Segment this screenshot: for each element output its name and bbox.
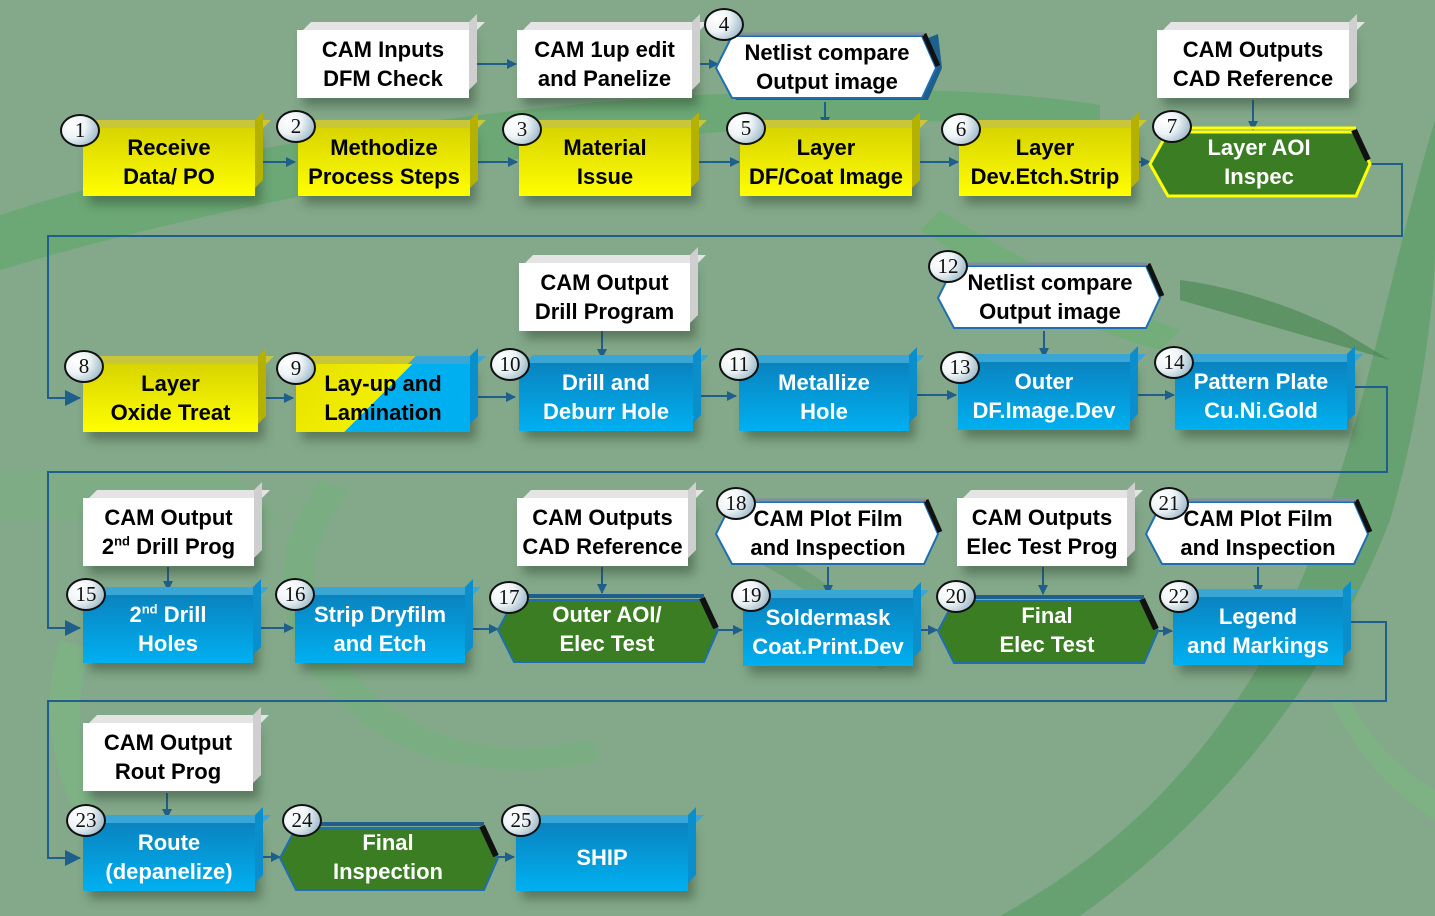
step-number-badge: 22 [1159,580,1199,613]
step-number-badge: 1 [60,114,100,147]
step-2-methodize: Methodize Process Steps [298,128,470,196]
cam-box-label: CAM Outputs CAD Reference [522,505,683,559]
step-5-layer-df-coat: Layer DF/Coat Image [740,128,912,196]
cam-box-label: CAM Output Drill Program [534,270,675,324]
step-13-outer-df-image: Outer DF.Image.Dev [958,362,1130,430]
step-25-ship: SHIP [516,823,688,891]
step-label: Receive Data/ PO [123,135,215,189]
step-label: Soldermask Coat.Print.Dev [752,605,904,659]
step-label: Lay-up and Lamination [324,371,442,425]
cam-box-label: CAM Outputs CAD Reference [1172,37,1334,91]
label-part: Drill Prog [130,534,236,559]
step-number-badge: 25 [501,804,541,837]
label-sup: nd [114,533,130,549]
step-number-badge: 23 [66,804,106,837]
step-17-outer-aoi: Outer AOI/ Elec Test [496,594,720,663]
cam-outputs-elec-test-prog: CAM Outputs Elec Test Prog [957,498,1127,566]
step-label: Strip Dryfilm and Etch [313,602,447,656]
step-label: Final Elec Test [999,603,1095,657]
step-6-layer-dev-etch: Layer Dev.Etch.Strip [959,128,1131,196]
ribbon [1180,280,1390,360]
step-15-2nd-drill: 2nd Drill Holes [83,595,253,663]
ribbon [1330,700,1435,820]
step-label: Final Inspection [332,830,443,884]
step-label: Route (depanelize) [105,830,233,884]
step-9-layup-lamination: Lay-up and Lamination [296,364,470,432]
cam-1up-edit-panelize: CAM 1up edit and Panelize [517,30,692,98]
step-number-badge: 12 [928,250,968,283]
step-number-badge: 10 [490,348,530,381]
cam-box-label: CAM Output Rout Prog [103,730,233,784]
step-number-badge: 21 [1149,487,1189,520]
step-number-badge: 3 [502,113,542,146]
step-number-badge: 18 [716,487,756,520]
step-label: SHIP [576,844,628,870]
step-label: CAM Plot Film and Inspection [750,506,906,560]
cam-box-label: CAM Inputs DFM Check [321,37,445,91]
step-number-badge: 15 [66,578,106,611]
step-number-badge: 6 [941,113,981,146]
step-1-receive-data: Receive Data/ PO [83,128,255,196]
step-number-badge: 16 [275,578,315,611]
step-number-badge: 2 [276,110,316,143]
step-label: Pattern Plate Cu.Ni.Gold [1193,369,1329,423]
step-10-drill-deburr: Drill and Deburr Hole [519,363,693,431]
cam-inputs-dfm-check: CAM Inputs DFM Check [297,30,469,98]
step-19-soldermask: Soldermask Coat.Print.Dev [743,598,913,666]
step-23-route: Route (depanelize) [83,823,255,891]
step-label: Layer AOI Inspec [1207,135,1311,189]
label-sup: nd [141,601,158,617]
step-number-badge: 24 [282,804,322,837]
step-16-strip-dryfilm: Strip Dryfilm and Etch [295,595,465,663]
cam-outputs-cad-reference-2: CAM Outputs CAD Reference [517,498,688,566]
step-number-badge: 9 [276,352,316,385]
step-label: Drill and Deburr Hole [543,370,669,424]
step-label: Layer DF/Coat Image [748,135,904,189]
step-label: Legend and Markings [1187,604,1329,658]
step-label: Layer Oxide Treat [110,371,231,425]
hexagon-shape [714,32,942,100]
step-label: Layer Dev.Etch.Strip [970,135,1120,189]
cam-output-2nd-drill-prog: CAM Output 2nd Drill Prog [83,498,254,566]
step-number-badge: 5 [726,112,766,145]
label-part: 2 [129,602,142,627]
step-number-badge: 14 [1154,346,1194,379]
cam-box-label: CAM 1up edit and Panelize [534,37,675,91]
step-number-badge: 7 [1152,110,1192,143]
step-label: Metallize Hole [778,370,870,424]
step-label: 2nd Drill Holes [129,600,206,658]
step-label: Methodize Process Steps [308,135,460,189]
step-label: Outer DF.Image.Dev [972,369,1116,423]
step-number-badge: 8 [64,350,104,383]
step-number-badge: 4 [704,8,744,41]
cam-output-drill-program: CAM Output Drill Program [519,263,690,331]
step-4-netlist-compare: Netlist compare Output image [714,32,942,100]
cam-box-label: CAM Outputs Elec Test Prog [966,505,1118,559]
step-11-metallize-hole: Metallize Hole [739,363,909,431]
step-label: Outer AOI/ Elec Test [552,602,662,656]
step-8-oxide-treat: Layer Oxide Treat [83,364,258,432]
step-number-badge: 13 [940,351,980,384]
cam-output-rout-prog: CAM Output Rout Prog [83,723,253,791]
step-22-legend-markings: Legend and Markings [1173,597,1343,665]
step-number-badge: 19 [731,579,771,612]
step-label: Material Issue [563,135,647,189]
cam-box-label: CAM Output 2nd Drill Prog [102,503,235,561]
step-number-badge: 17 [489,581,529,614]
cam-outputs-cad-reference-1: CAM Outputs CAD Reference [1157,30,1349,98]
step-label: Netlist compare Output image [967,270,1133,324]
step-14-pattern-plate: Pattern Plate Cu.Ni.Gold [1175,362,1347,430]
step-label: Netlist compare Output image [744,40,910,94]
step-12-netlist-compare: Netlist compare Output image [936,262,1165,330]
step-label: CAM Plot Film and Inspection [1180,506,1336,560]
step-number-badge: 20 [936,580,976,613]
step-3-material-issue: Material Issue [519,128,691,196]
step-number-badge: 11 [719,348,759,381]
